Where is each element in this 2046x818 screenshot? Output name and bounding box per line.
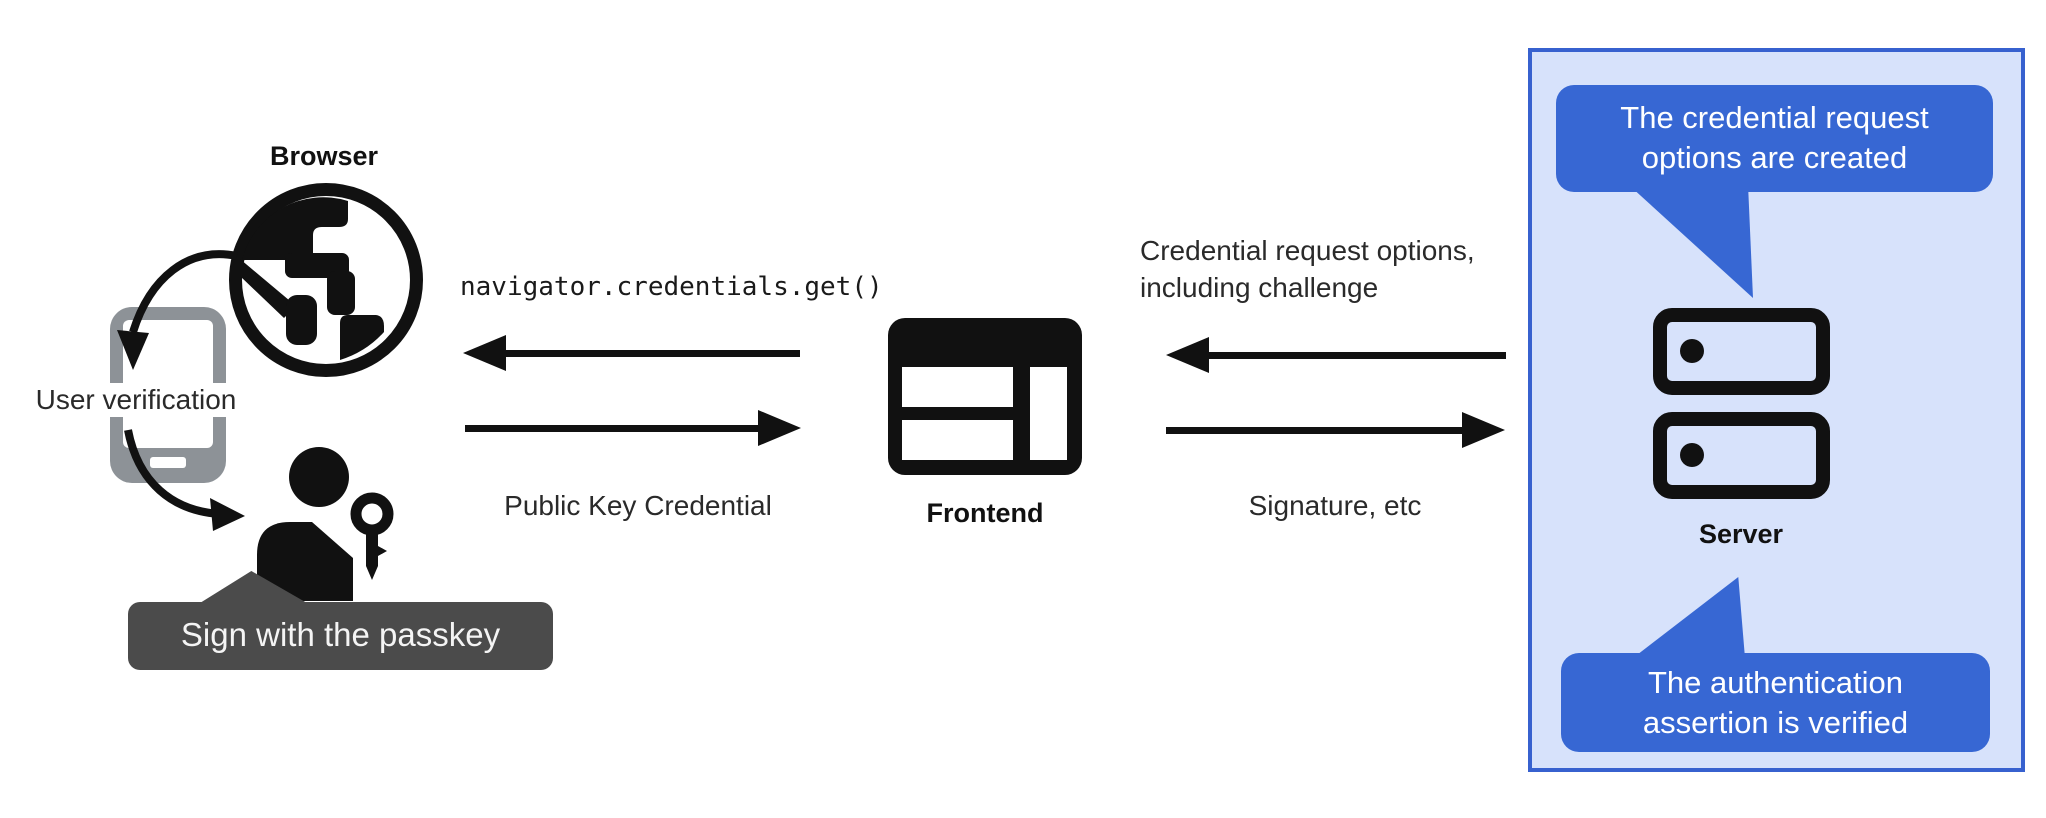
- curved-flow-arrows: [117, 250, 245, 531]
- sign-with-passkey-tooltip: Sign with the passkey: [128, 602, 553, 670]
- signature-label: Signature, etc: [1248, 490, 1422, 521]
- browser-globe-icon: [229, 183, 423, 377]
- server-label: Server: [1698, 519, 1784, 549]
- navigator-credentials-get-label: navigator.credentials.get(): [460, 272, 883, 302]
- browser-label: Browser: [269, 141, 379, 171]
- frontend-window-icon: [888, 318, 1082, 475]
- user-verification-label: User verification: [12, 383, 260, 417]
- credential-request-options-label: Credential request options, including ch…: [1140, 235, 1475, 303]
- server-icon: [1653, 308, 1830, 499]
- credential-options-created-bubble: The credential request options are creat…: [1556, 85, 1993, 192]
- assertion-verified-bubble: The authentication assertion is verified: [1561, 653, 1990, 752]
- public-key-credential-label: Public Key Credential: [504, 490, 772, 521]
- frontend-label: Frontend: [926, 498, 1044, 528]
- passkey-key-icon: [350, 492, 394, 580]
- person-icon: [257, 447, 394, 601]
